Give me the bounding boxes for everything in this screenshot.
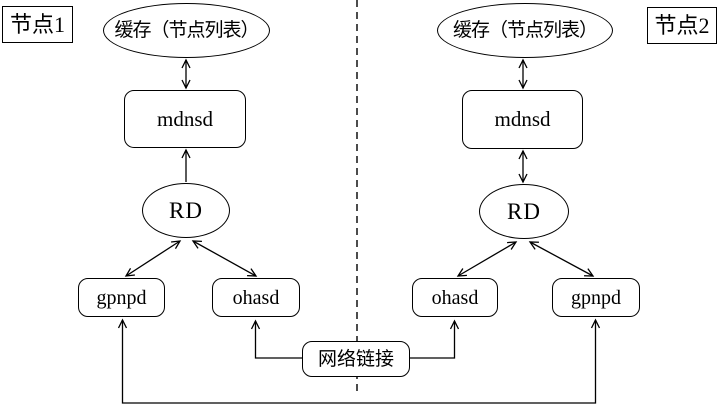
node1-cache-ellipse: 缓存（节点列表） xyxy=(103,3,270,58)
network-link-label: 网络链接 xyxy=(317,348,394,370)
node1-mdnsd-box: mdnsd xyxy=(124,90,246,148)
node1-rd-label: RD xyxy=(169,198,203,223)
node2-cache-label: 缓存（节点列表） xyxy=(452,20,598,41)
node2-rd-ellipse: RD xyxy=(479,184,569,239)
node2-ohasd-label: ohasd xyxy=(431,286,479,309)
node1-rd-ellipse: RD xyxy=(142,183,230,238)
node2-rd-label: RD xyxy=(507,199,541,224)
node1-gpnpd-label: gpnpd xyxy=(96,286,147,309)
node1-ohasd-box: ohasd xyxy=(212,278,300,317)
node1-label-box: 节点1 xyxy=(2,6,73,43)
connector-netlink-node1-ohasd xyxy=(250,319,303,359)
node2-gpnpd-label: gpnpd xyxy=(571,286,621,309)
network-link-box: 网络链接 xyxy=(302,341,410,377)
node1-gpnpd-box: gpnpd xyxy=(78,278,165,317)
connector-node2-rd-gpnpd xyxy=(528,241,595,277)
node1-cache-label: 缓存（节点列表） xyxy=(114,20,259,41)
node1-label: 节点1 xyxy=(9,11,65,37)
node1-mdnsd-label: mdnsd xyxy=(156,106,213,131)
node2-gpnpd-box: gpnpd xyxy=(552,278,640,317)
node1-ohasd-label: ohasd xyxy=(232,286,280,309)
node2-cache-ellipse: 缓存（节点列表） xyxy=(437,3,613,58)
connector-node2-rd-ohasd xyxy=(456,241,518,277)
node2-label-box: 节点2 xyxy=(647,7,717,44)
connector-node1-rd-gpnpd xyxy=(124,240,182,277)
connector-bottom-gpnpd-bus xyxy=(117,318,601,404)
node2-ohasd-box: ohasd xyxy=(412,278,498,317)
node2-mdnsd-box: mdnsd xyxy=(462,90,583,149)
node2-mdnsd-label: mdnsd xyxy=(494,107,551,131)
node2-label: 节点2 xyxy=(654,12,710,38)
connector-netlink-node2-ohasd xyxy=(409,319,460,359)
connector-node1-rd-ohasd xyxy=(191,240,258,277)
